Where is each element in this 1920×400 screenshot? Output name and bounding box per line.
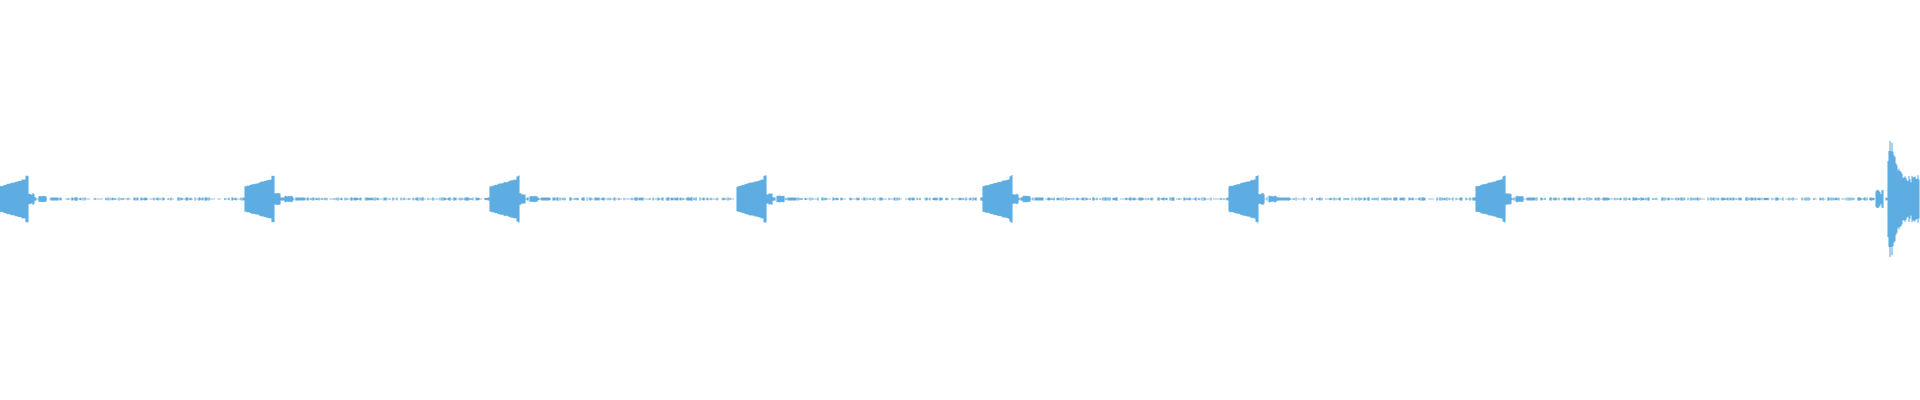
waveform-shape bbox=[0, 141, 1920, 257]
